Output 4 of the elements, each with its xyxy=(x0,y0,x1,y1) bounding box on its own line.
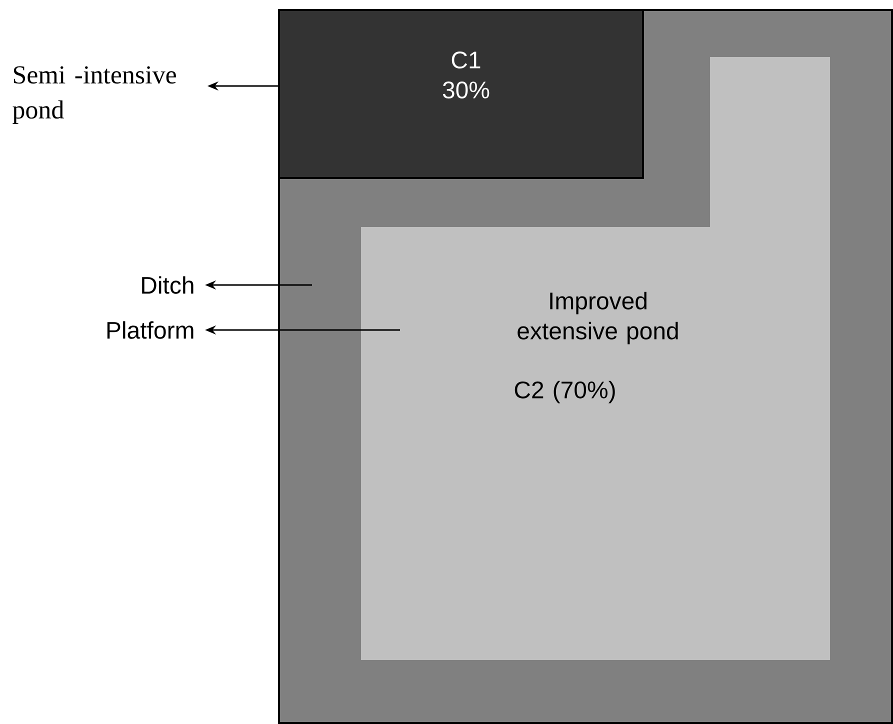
semi-intensive-pond: C1 30% xyxy=(278,9,644,179)
callout-label: Semi -intensive pond xyxy=(12,66,176,124)
callout-label: Platform xyxy=(107,321,194,339)
callout-label: Ditch xyxy=(142,276,194,294)
